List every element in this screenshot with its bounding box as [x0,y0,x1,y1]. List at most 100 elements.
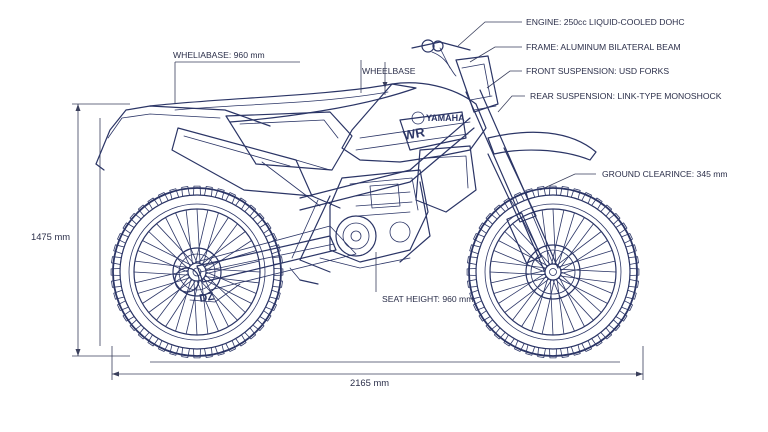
tire-knob [129,319,142,332]
tire-knob [193,348,201,359]
tire-knob [478,222,491,234]
tire-knob [503,334,515,347]
tire-knob [181,186,190,197]
ground-clearance-callout: GROUND CLEARINCE: 345 mm [602,169,728,179]
tire-knob [473,233,485,244]
wheel-spoke [521,279,552,328]
tire-knob [581,340,592,352]
wheel-spoke [554,216,585,265]
wheel-spoke [556,231,602,266]
length-label: 2165 mm [350,377,389,388]
frame [261,117,475,273]
tire-knob [269,244,281,255]
tire-knob [252,212,265,225]
wheel-spoke [559,275,616,284]
wheel-spoke [559,223,594,269]
tire-knob [469,289,481,300]
tire-knob [625,289,637,300]
tire-knob [225,340,236,352]
tire-knob [485,319,498,332]
wheel-spoke [560,268,617,273]
wheel-spoke [497,272,546,304]
front-suspension-callout: FRONT SUSPENSION: USD FORKS [526,66,669,76]
tire-knob [235,197,247,210]
tire-knob [259,222,272,234]
wheel-spoke [489,271,546,276]
tire-knob [225,192,236,204]
tire-knob [259,310,272,322]
tire-knob [122,222,135,234]
tire-knob [214,344,225,356]
engine-callout: ENGINE: 250cc LIQUID-COOLED DOHC [526,17,685,27]
wheel-spoke [558,276,585,328]
tire-knob [514,340,525,352]
tire-knob [117,233,129,244]
wheel-spoke [555,279,594,321]
number-plate [455,55,499,113]
seat-height-callout: SEAT HEIGHT: 960 mm [382,294,473,304]
tire-knob [608,319,621,332]
tire-knob [273,268,284,276]
callout-leaders [375,21,596,292]
tire-knob [591,334,603,347]
footpeg [289,267,319,285]
tire-knob [265,300,277,311]
wheelbase-short-label: WHEELBASE [362,66,416,76]
tire-knob [493,204,506,217]
wheel-spoke [497,240,549,267]
tire-knob [158,340,169,352]
tire-knob [113,244,125,255]
rear-suspension-callout: REAR SUSPENSION: LINK-TYPE MONOSHOCK [530,91,722,101]
frame-callout: FRAME: ALUMINUM BILATERAL BEAM [526,42,681,52]
wheel-spoke [504,278,550,313]
wheel-spoke [541,279,555,335]
tire-knob [113,289,125,300]
tire-knob [111,279,122,288]
tire-knob [466,268,477,276]
wheel-spoke [560,271,613,294]
rear-wheel [110,185,284,359]
wheel-spoke [558,250,613,268]
front-forks [465,89,559,271]
tire-knob [204,347,213,358]
tire-knob [214,188,225,200]
tire-knob [235,334,247,347]
tire-knob [204,186,213,197]
tire-knob [549,348,557,359]
wheel-spoke [493,250,546,273]
wheel-spoke [504,231,546,270]
tire-knob [493,327,506,340]
wheel-spoke [549,279,554,336]
side-panel [225,111,353,171]
tire-knob [117,300,129,311]
tire-knob [169,188,180,200]
wheel-spoke [560,274,602,313]
tire-knob [615,310,628,322]
tire-knob [158,192,169,204]
front-wheel [466,185,640,359]
wheel-spoke [552,279,575,332]
tire-knob [537,186,546,197]
tire-knob [600,327,612,340]
tire-knob [485,212,498,225]
tire-knob [147,197,159,210]
wheel-spoke [512,275,547,321]
tire-knob [560,347,569,358]
tire-knob [252,319,265,332]
tire-knob [549,185,557,196]
tire-knob [169,344,180,356]
tire-knob [560,186,569,197]
rear-fender [95,105,271,171]
tire-knob [615,222,628,234]
tire-knob [467,256,478,265]
wheelbase-dimension [174,60,388,104]
wheel-spoke [531,277,549,332]
wheel-spoke [531,212,554,265]
tire-knob [244,327,257,340]
tire-knob [570,188,581,200]
height-label: 1475 mm [31,231,70,242]
tire-knob [608,212,621,225]
tire-knob [244,204,257,217]
radiator-shroud [415,145,477,213]
